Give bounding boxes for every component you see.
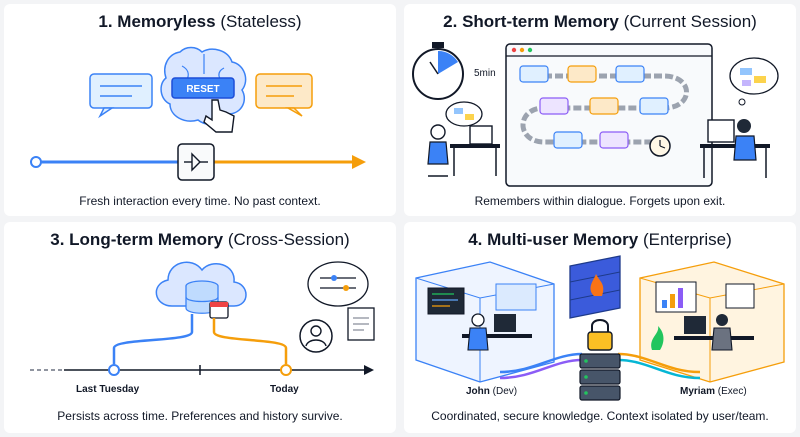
cloud-database-icon [155, 261, 247, 314]
thought-bubble-icon [729, 57, 779, 106]
long-term-illustration [30, 261, 375, 376]
link-exec [617, 358, 701, 380]
server-icon [579, 353, 621, 401]
panel-title-sub: (Current Session) [618, 12, 757, 31]
stopwatch-icon [412, 42, 464, 100]
panel-title: 2. Short-term Memory (Current Session) [404, 12, 796, 32]
arrow-head-icon [352, 155, 366, 169]
chat-bubble-icon [567, 65, 597, 83]
panel-caption: Persists across time. Preferences and hi… [57, 409, 343, 423]
timer-label: 5min [474, 68, 496, 79]
chat-bubble-icon [255, 73, 313, 117]
user-label-exec: Myriam (Exec) [680, 386, 747, 397]
reset-button [171, 77, 235, 99]
preferences-bubble-icon [307, 261, 369, 307]
user-name-dev: John [466, 386, 490, 397]
memoryless-illustration: RESET [30, 46, 366, 181]
chat-bubble-icon [589, 97, 619, 115]
multi-user-illustration [415, 255, 785, 401]
firewall-icon [569, 255, 621, 319]
user-avatar-icon [299, 319, 333, 353]
exec-workspace [639, 261, 785, 383]
clock-icon [649, 135, 671, 157]
timeline-label-start: Last Tuesday [76, 384, 140, 395]
panel-title-main: 3. Long-term Memory [50, 230, 224, 249]
panel-long-term: 3. Long-term Memory (Cross-Session) Last… [4, 222, 396, 433]
thought-bubble-icon [445, 101, 483, 127]
user-role-dev: (Dev) [489, 386, 518, 397]
user-name-exec: Myriam [680, 386, 716, 397]
panel-caption: Remembers within dialogue. Forgets upon … [474, 194, 726, 208]
panel-title: 1. Memoryless (Stateless) [4, 12, 396, 32]
panel-title-sub: (Cross-Session) [223, 230, 350, 249]
document-icon [347, 307, 375, 341]
link-dev [499, 352, 583, 374]
user-at-desk-icon [427, 124, 500, 177]
session-window [505, 43, 713, 187]
panel-title-main: 2. Short-term Memory [443, 12, 619, 31]
dev-workspace [415, 261, 555, 383]
link-exec [617, 352, 701, 374]
padlock-icon [587, 319, 613, 351]
connector-past [112, 314, 194, 364]
user-role-exec: (Exec) [715, 386, 747, 397]
reset-button-label: RESET [186, 84, 219, 95]
panel-title-sub: (Enterprise) [638, 230, 732, 249]
short-term-illustration: 5min [412, 42, 779, 187]
timeline-start-dot [30, 156, 42, 168]
calendar-icon [209, 301, 229, 319]
panel-short-term: 5min [404, 4, 796, 216]
panel-caption: Fresh interaction every time. No past co… [79, 194, 321, 208]
panel-multi-user: 4. Multi-user Memory (Enterprise) John (… [404, 222, 796, 433]
processor-icon [177, 143, 215, 181]
user-at-desk-icon [700, 119, 770, 178]
panel-memoryless: RESET 1. Memoryless (Stateless) Fresh in… [4, 4, 396, 216]
chat-bubble-icon [639, 97, 669, 115]
timeline-marker-past [108, 364, 120, 376]
arrow-head-icon [364, 365, 374, 375]
panel-caption: Coordinated, secure knowledge. Context i… [431, 409, 769, 423]
panel-title-sub: (Stateless) [215, 12, 302, 31]
chat-bubble-icon [553, 131, 583, 149]
hand-cursor-icon [203, 99, 235, 133]
connector-today [212, 318, 288, 364]
timeline-marker-today [280, 364, 292, 376]
panel-title: 3. Long-term Memory (Cross-Session) [4, 230, 396, 250]
panel-title: 4. Multi-user Memory (Enterprise) [404, 230, 796, 250]
chat-bubble-icon [539, 97, 569, 115]
panel-title-main: 4. Multi-user Memory [468, 230, 639, 249]
chat-bubble-icon [519, 65, 549, 83]
chat-bubble-icon [89, 73, 153, 119]
user-label-dev: John (Dev) [466, 386, 517, 397]
chat-bubble-icon [615, 65, 645, 83]
chain-icon [520, 73, 689, 145]
link-dev [499, 358, 583, 380]
timeline-label-end: Today [270, 384, 299, 395]
panel-title-main: 1. Memoryless [98, 12, 216, 31]
chat-bubble-icon [599, 131, 629, 149]
